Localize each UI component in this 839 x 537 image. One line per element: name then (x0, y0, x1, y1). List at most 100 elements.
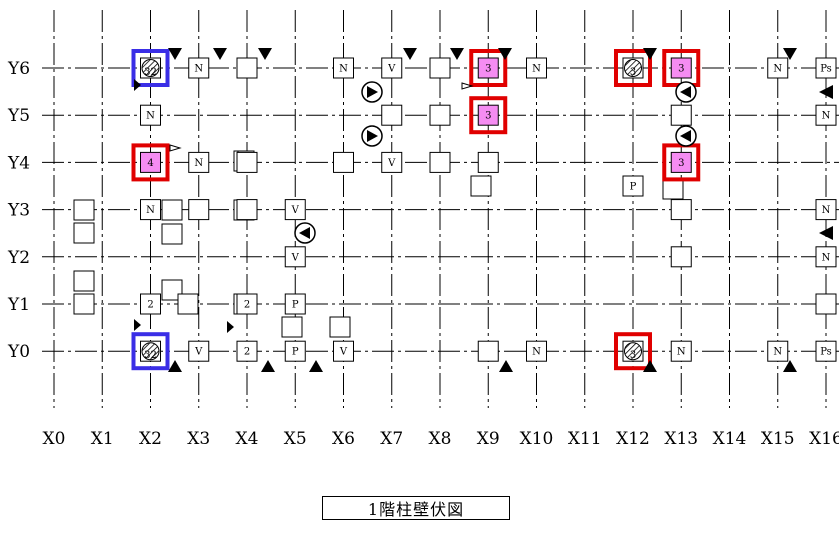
x-axis-label: X1 (91, 429, 114, 449)
blue-highlight-frame (131, 332, 170, 371)
y-axis-label: Y3 (7, 201, 30, 221)
column-box: P (284, 340, 306, 362)
marker-square (284, 293, 306, 315)
small-wedge (134, 319, 141, 331)
highlighted-column: 3 (469, 96, 508, 135)
wall-box (161, 223, 183, 245)
blue-highlight-frame (131, 49, 170, 87)
wall-box (329, 316, 351, 338)
marker-label: 3 (678, 158, 684, 169)
column-box (429, 104, 451, 126)
marker-label: Ps (820, 347, 832, 358)
red-highlight-frame (614, 49, 652, 87)
x-axis-label: X15 (761, 429, 795, 449)
marker-square (815, 104, 837, 126)
column-box (477, 151, 499, 173)
marker-label: 3 (485, 64, 491, 75)
marker-square (670, 199, 692, 221)
red-highlight-frame (131, 143, 170, 182)
red-highlight-frame (469, 49, 508, 87)
marker-square (140, 293, 161, 315)
circle-arrow (367, 130, 378, 142)
wall-box (662, 178, 684, 200)
marker-square (429, 104, 451, 126)
hatched-circle (624, 59, 642, 77)
y-axis-label: Y6 (7, 59, 30, 79)
hatched-circle (141, 342, 160, 361)
column-box (477, 340, 499, 362)
column-box: 2 (140, 293, 161, 315)
marker-label: N (532, 64, 541, 75)
circled-arrow-icon (675, 125, 697, 147)
marker-square (815, 199, 837, 221)
x-axis-label: X3 (187, 429, 210, 449)
column-box (670, 104, 692, 126)
x-axis-label: X2 (139, 429, 162, 449)
x-axis-label: X13 (664, 429, 698, 449)
marker-label: N (822, 111, 831, 122)
marker-label: P (292, 347, 299, 358)
direction-symbols (134, 48, 833, 372)
column-box: Ps (815, 57, 837, 79)
marker-square (236, 340, 258, 362)
marker-label: Ps (820, 64, 832, 75)
down-triangle (450, 48, 464, 60)
marker-square (236, 151, 258, 173)
column-box: V (333, 340, 354, 362)
marker-square (140, 104, 161, 126)
hatched-column: 3 (614, 332, 652, 371)
hatched-column: 3 (614, 49, 652, 87)
circled-arrow-icon (294, 222, 316, 244)
down-triangle (783, 48, 797, 60)
marker-label: N (146, 205, 155, 216)
marker-label: P (630, 182, 637, 193)
open-wedge (169, 144, 182, 152)
marker-label: N (773, 64, 782, 75)
x-axis-label: X6 (332, 429, 355, 449)
circle-arrow (680, 130, 691, 142)
marker-square (188, 199, 210, 221)
marker-square (333, 57, 354, 79)
marker-label: N (146, 111, 155, 122)
up-triangle (168, 360, 182, 372)
wall-box (73, 293, 95, 315)
marker-square (767, 340, 789, 362)
marker-square (140, 199, 161, 221)
x-axis-label: X14 (713, 429, 747, 449)
hatched-circle (141, 59, 160, 77)
column-box: V (188, 340, 210, 362)
y-axis-label: Y0 (7, 342, 30, 362)
marker-square (526, 340, 547, 362)
marker-label: V (339, 347, 348, 358)
marker-square (477, 104, 499, 126)
marker-label: 32 (144, 350, 157, 361)
marker-label: 32 (144, 67, 157, 78)
marker-square (284, 199, 306, 221)
marker-label: N (822, 205, 831, 216)
marker-label: 3 (630, 67, 636, 78)
column-box (236, 57, 258, 79)
marker-square (381, 151, 403, 173)
column-box: N (767, 57, 789, 79)
marker-square (333, 151, 354, 173)
circle-arrow (680, 86, 691, 98)
marker-square (670, 340, 692, 362)
column-box (236, 199, 258, 221)
column-box: V (284, 246, 306, 268)
marker-square (429, 57, 451, 79)
down-triangle (168, 48, 182, 60)
marker-square (670, 57, 692, 79)
marker-square (526, 57, 547, 79)
column-box: N (188, 151, 210, 173)
y-axis-label: Y1 (7, 295, 30, 315)
marker-label: 3 (485, 111, 491, 122)
marker-label: N (194, 158, 203, 169)
down-triangle (498, 48, 512, 60)
marker-label: V (387, 64, 396, 75)
marker-label: 2 (147, 300, 153, 311)
marker-square (284, 246, 306, 268)
hatched-circle (624, 342, 642, 361)
marker-label: N (822, 252, 831, 263)
